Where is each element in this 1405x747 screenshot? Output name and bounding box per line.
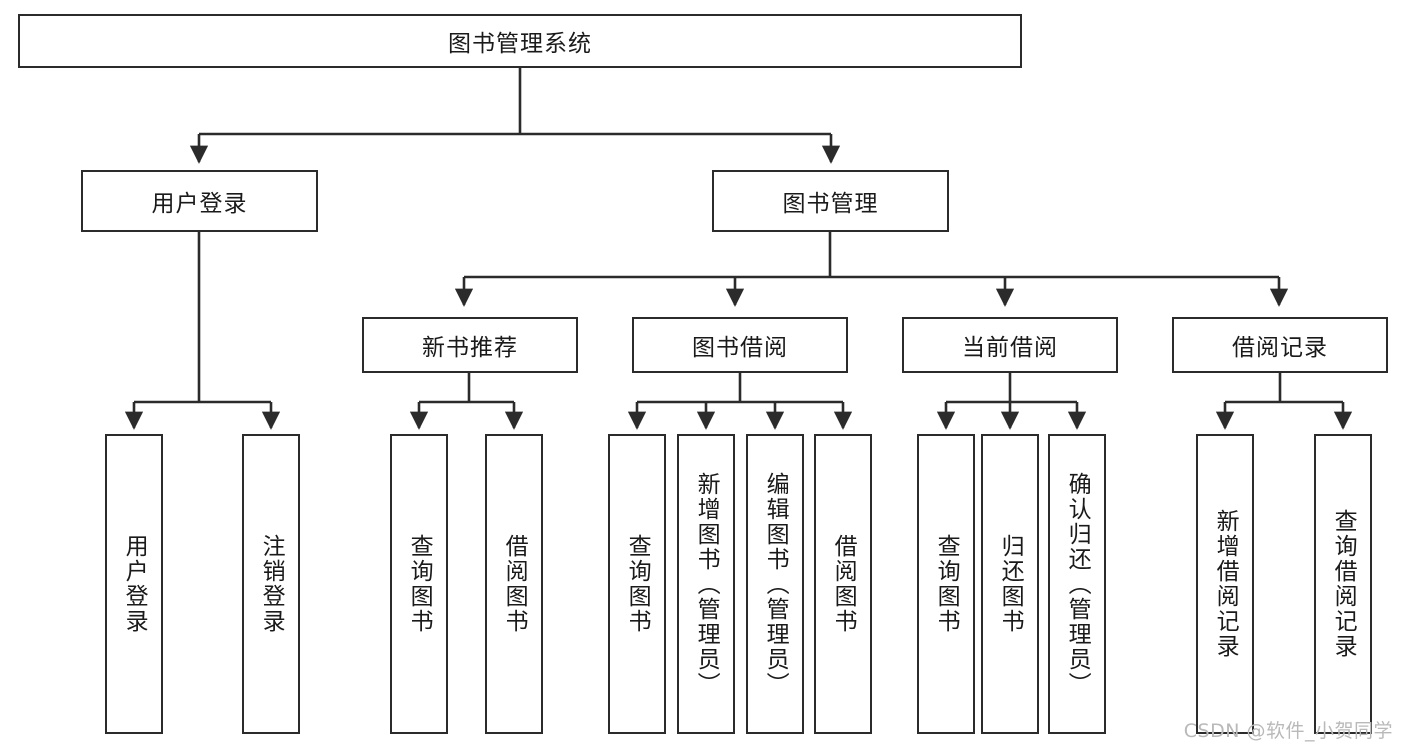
node-leaf-borrow-book-1-label: 借阅图书 bbox=[501, 534, 528, 634]
node-new-book-recommend-label: 新书推荐 bbox=[422, 335, 518, 361]
node-leaf-user-login-label: 用户登录 bbox=[121, 534, 148, 634]
node-root-label: 图书管理系统 bbox=[448, 31, 592, 57]
node-book-borrow-label: 图书借阅 bbox=[692, 335, 788, 361]
node-leaf-add-record-label: 新增借阅记录 bbox=[1212, 509, 1239, 659]
node-user-login[interactable]: 用户登录 bbox=[81, 170, 318, 232]
node-leaf-borrow-book-2-label: 借阅图书 bbox=[830, 534, 857, 634]
node-leaf-query-book-2-label: 查询图书 bbox=[624, 534, 651, 634]
node-leaf-query-record-label: 查询借阅记录 bbox=[1330, 509, 1357, 659]
node-leaf-query-book-1[interactable]: 查询图书 bbox=[390, 434, 448, 734]
node-borrow-record[interactable]: 借阅记录 bbox=[1172, 317, 1388, 373]
node-leaf-add-book[interactable]: 新增图书（管理员） bbox=[677, 434, 735, 734]
node-leaf-return-book[interactable]: 归还图书 bbox=[981, 434, 1039, 734]
node-book-manage-label: 图书管理 bbox=[782, 191, 879, 217]
node-leaf-edit-book[interactable]: 编辑图书（管理员） bbox=[746, 434, 804, 734]
node-current-borrow[interactable]: 当前借阅 bbox=[902, 317, 1118, 373]
node-root[interactable]: 图书管理系统 bbox=[18, 14, 1022, 68]
node-leaf-confirm-return-label: 确认归还（管理员） bbox=[1064, 471, 1091, 697]
watermark-text: CSDN @软件_小贺同学 bbox=[1183, 720, 1393, 742]
node-leaf-logout-login-label: 注销登录 bbox=[258, 534, 285, 634]
node-leaf-confirm-return[interactable]: 确认归还（管理员） bbox=[1048, 434, 1106, 734]
node-leaf-query-book-1-label: 查询图书 bbox=[406, 534, 433, 634]
node-leaf-query-book-3-label: 查询图书 bbox=[933, 534, 960, 634]
node-leaf-query-record[interactable]: 查询借阅记录 bbox=[1314, 434, 1372, 734]
node-user-login-label: 用户登录 bbox=[151, 191, 248, 217]
node-leaf-user-login[interactable]: 用户登录 bbox=[105, 434, 163, 734]
node-leaf-borrow-book-1[interactable]: 借阅图书 bbox=[485, 434, 543, 734]
node-leaf-add-book-label: 新增图书（管理员） bbox=[693, 471, 720, 697]
node-new-book-recommend[interactable]: 新书推荐 bbox=[362, 317, 578, 373]
node-leaf-query-book-3[interactable]: 查询图书 bbox=[917, 434, 975, 734]
node-borrow-record-label: 借阅记录 bbox=[1232, 335, 1328, 361]
node-book-manage[interactable]: 图书管理 bbox=[712, 170, 949, 232]
node-leaf-edit-book-label: 编辑图书（管理员） bbox=[762, 471, 789, 697]
node-leaf-add-record[interactable]: 新增借阅记录 bbox=[1196, 434, 1254, 734]
node-current-borrow-label: 当前借阅 bbox=[962, 335, 1058, 361]
node-book-borrow[interactable]: 图书借阅 bbox=[632, 317, 848, 373]
node-leaf-return-book-label: 归还图书 bbox=[997, 534, 1024, 634]
node-leaf-borrow-book-2[interactable]: 借阅图书 bbox=[814, 434, 872, 734]
node-leaf-logout-login[interactable]: 注销登录 bbox=[242, 434, 300, 734]
node-leaf-query-book-2[interactable]: 查询图书 bbox=[608, 434, 666, 734]
